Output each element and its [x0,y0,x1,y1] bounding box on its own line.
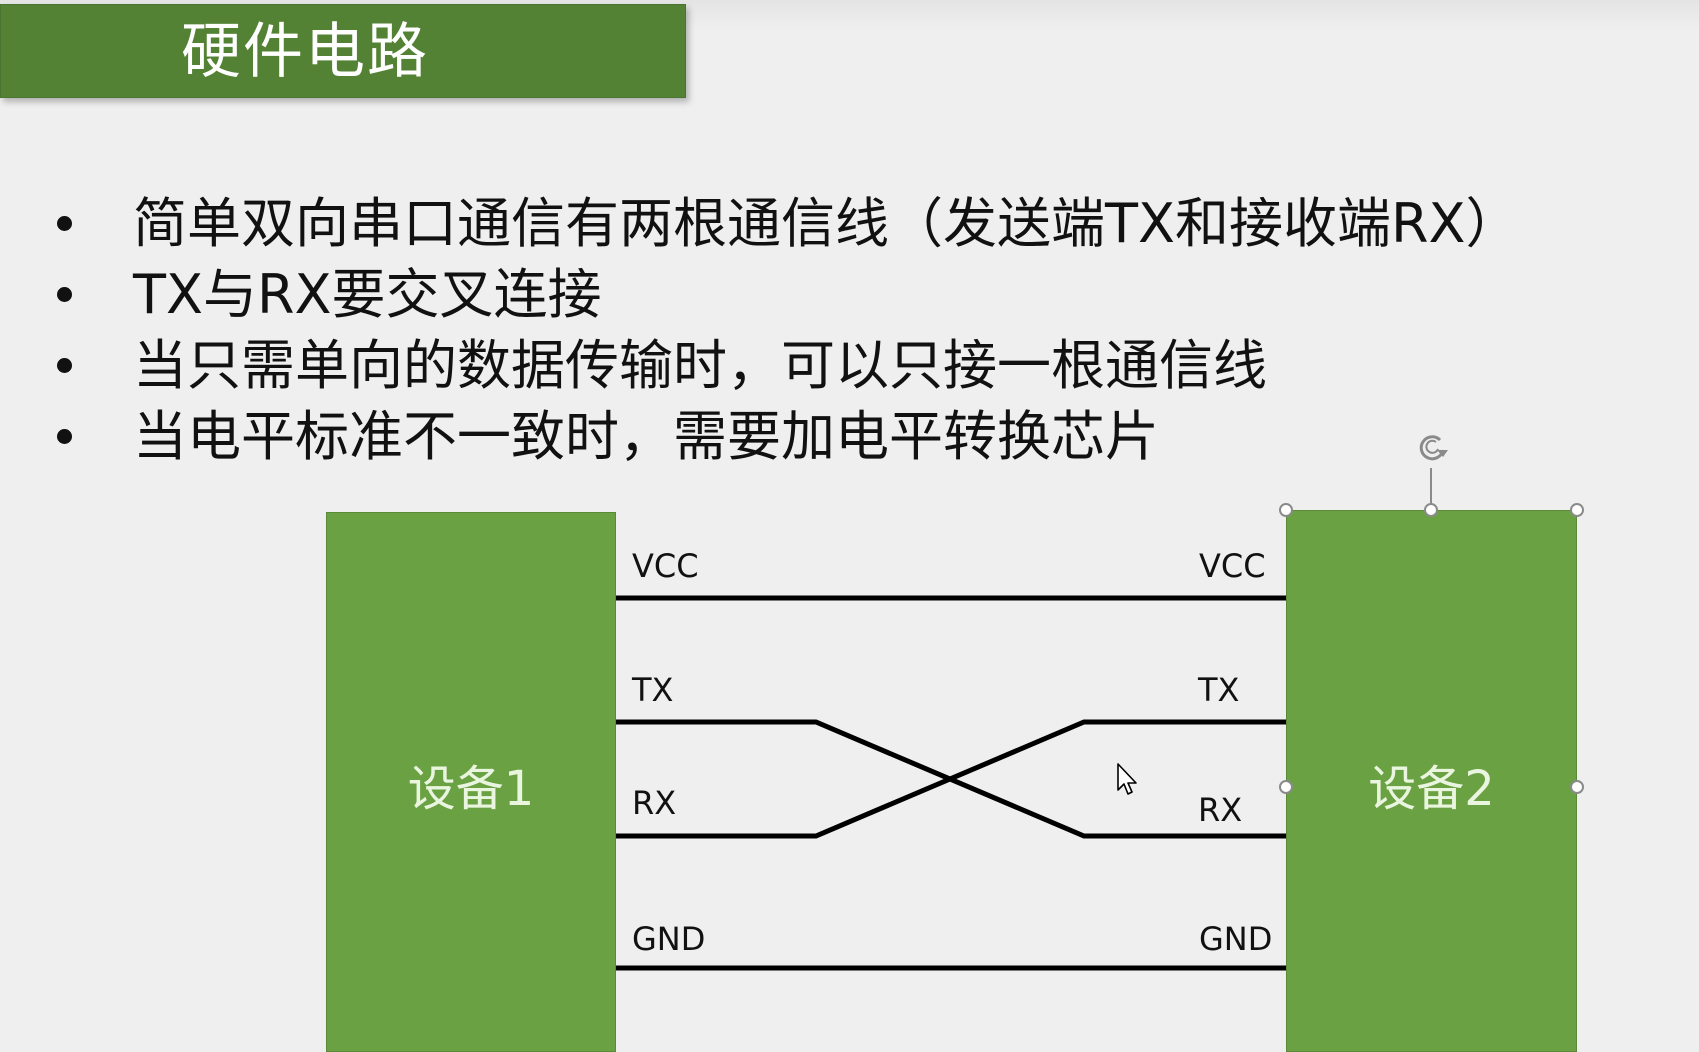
bullet-list[interactable]: 简单双向串口通信有两根通信线（发送端TX和接收端RX） TX与RX要交叉连接 当… [0,188,1520,472]
left-pin-gnd: GND [632,920,706,958]
bullet-item: 当只需单向的数据传输时，可以只接一根通信线 [0,330,1520,401]
right-pin-vcc: VCC [1199,547,1266,585]
bullet-dot-icon [57,287,72,302]
right-pin-tx: TX [1198,671,1240,709]
wire-rx-to-tx [616,719,1286,839]
resize-handle-top-left[interactable] [1279,503,1293,517]
rotate-icon[interactable] [1412,428,1452,468]
bullet-item: TX与RX要交叉连接 [0,259,1520,330]
cursor-icon [1117,763,1137,795]
bullet-dot-icon [57,216,72,231]
device2-box[interactable]: 设备2 [1286,510,1577,1052]
device1-box[interactable]: 设备1 [326,512,616,1052]
bullet-text: 当只需单向的数据传输时，可以只接一根通信线 [133,334,1267,397]
right-pin-rx: RX [1198,791,1243,829]
resize-handle-middle-left[interactable] [1279,780,1293,794]
device1-label: 设备1 [407,761,535,817]
bullet-text: TX与RX要交叉连接 [133,263,602,326]
bullet-text: 简单双向串口通信有两根通信线（发送端TX和接收端RX） [133,192,1520,255]
device2-label: 设备2 [1368,761,1495,817]
left-pin-tx: TX [632,671,674,709]
resize-handle-top-center[interactable] [1424,503,1438,517]
bullet-item: 简单双向串口通信有两根通信线（发送端TX和接收端RX） [0,188,1520,259]
bullet-item: 当电平标准不一致时，需要加电平转换芯片 [0,401,1520,472]
left-pin-rx: RX [632,784,677,822]
left-pin-vcc: VCC [632,547,699,585]
resize-handle-top-right[interactable] [1570,503,1584,517]
right-pin-gnd: GND [1199,920,1273,958]
title-bar[interactable]: 硬件电路 [0,4,686,98]
slide-title: 硬件电路 [181,17,429,87]
resize-handle-middle-right[interactable] [1570,780,1584,794]
bullet-dot-icon [57,358,72,373]
bullet-text: 当电平标准不一致时，需要加电平转换芯片 [133,405,1159,468]
rotate-handle-stem [1430,468,1432,508]
bullet-dot-icon [57,429,72,444]
